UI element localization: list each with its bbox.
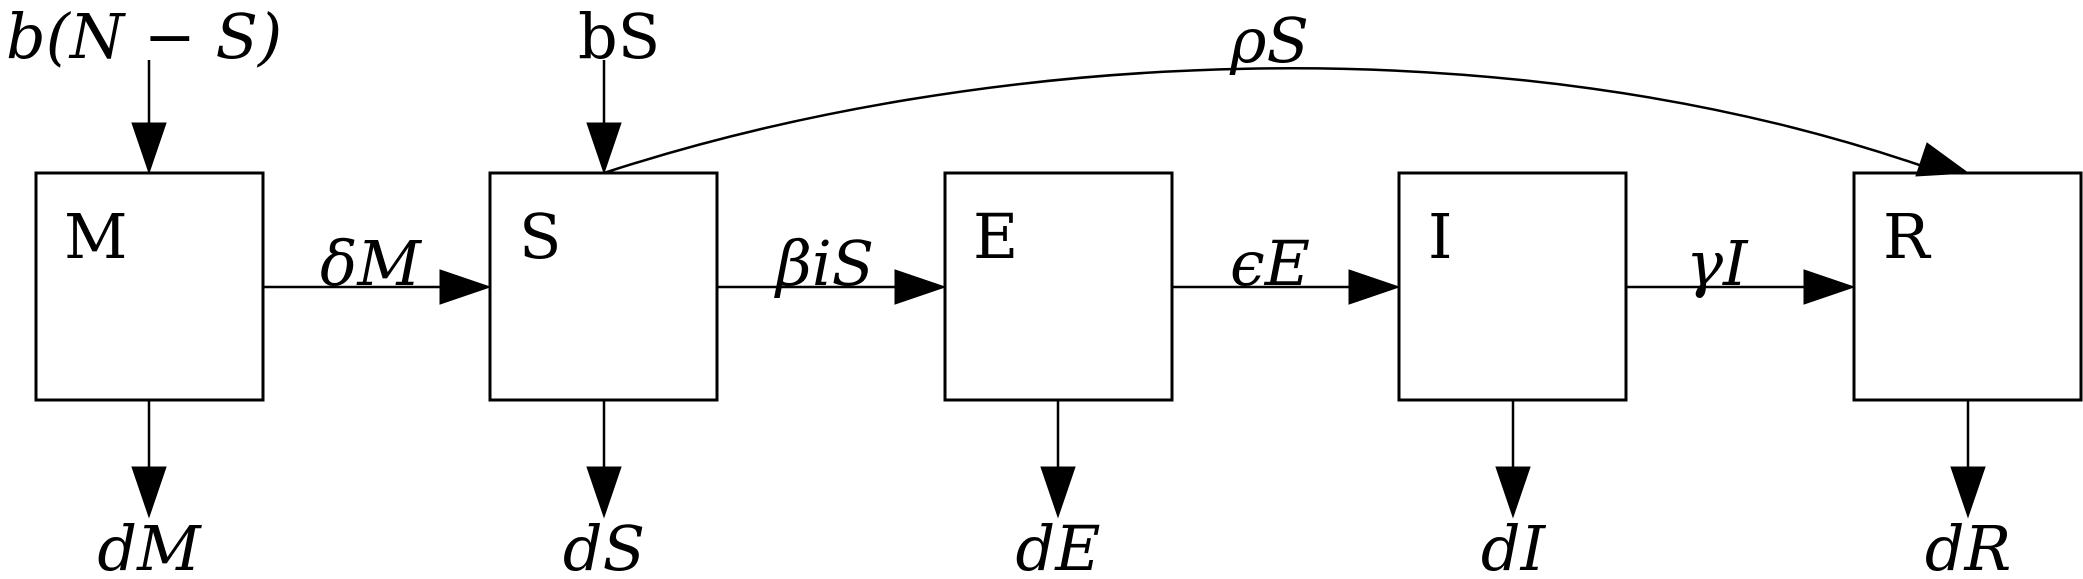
box-i-label: I (1428, 200, 1453, 273)
inflow-label-m: b(N − S) (6, 0, 282, 73)
arrow-e-to-i (1172, 269, 1401, 305)
outflow-arrow-r (1950, 400, 1986, 519)
arrow-s-to-r (603, 67, 1970, 177)
box-m (34, 171, 265, 402)
outflow-label-m: dM (97, 512, 202, 579)
box-r-label: R (1883, 200, 1932, 273)
arrow-i-to-r (1626, 269, 1856, 305)
outflow-label-r: dR (1925, 512, 2011, 579)
outflow-label-i: dI (1481, 512, 1547, 579)
box-r (1852, 171, 2083, 402)
inflow-arrow-m (131, 60, 167, 175)
inflow-label-s: bS (578, 0, 660, 73)
box-s-label: S (519, 200, 561, 273)
outflow-label-e: dE (1016, 512, 1101, 579)
label-s-to-e: βiS (774, 227, 874, 300)
label-m-to-s: δM (320, 227, 422, 300)
box-s (488, 171, 719, 402)
outflow-arrow-m (131, 400, 167, 519)
box-e-label: E (973, 200, 1018, 273)
arrow-m-to-s (263, 269, 492, 305)
label-i-to-r: γI (1686, 227, 1749, 300)
arrow-s-to-e (717, 269, 947, 305)
outflow-arrow-e (1040, 400, 1076, 519)
outflow-arrow-s (586, 400, 622, 519)
label-s-to-r: ρS (1229, 4, 1309, 77)
outflow-label-s: dS (563, 512, 645, 579)
outflow-arrow-i (1495, 400, 1531, 519)
inflow-arrow-s (586, 60, 622, 175)
label-e-to-i: ϵE (1230, 227, 1310, 300)
box-e (943, 171, 1174, 402)
box-m-label: M (64, 200, 127, 273)
box-i (1397, 171, 1628, 402)
